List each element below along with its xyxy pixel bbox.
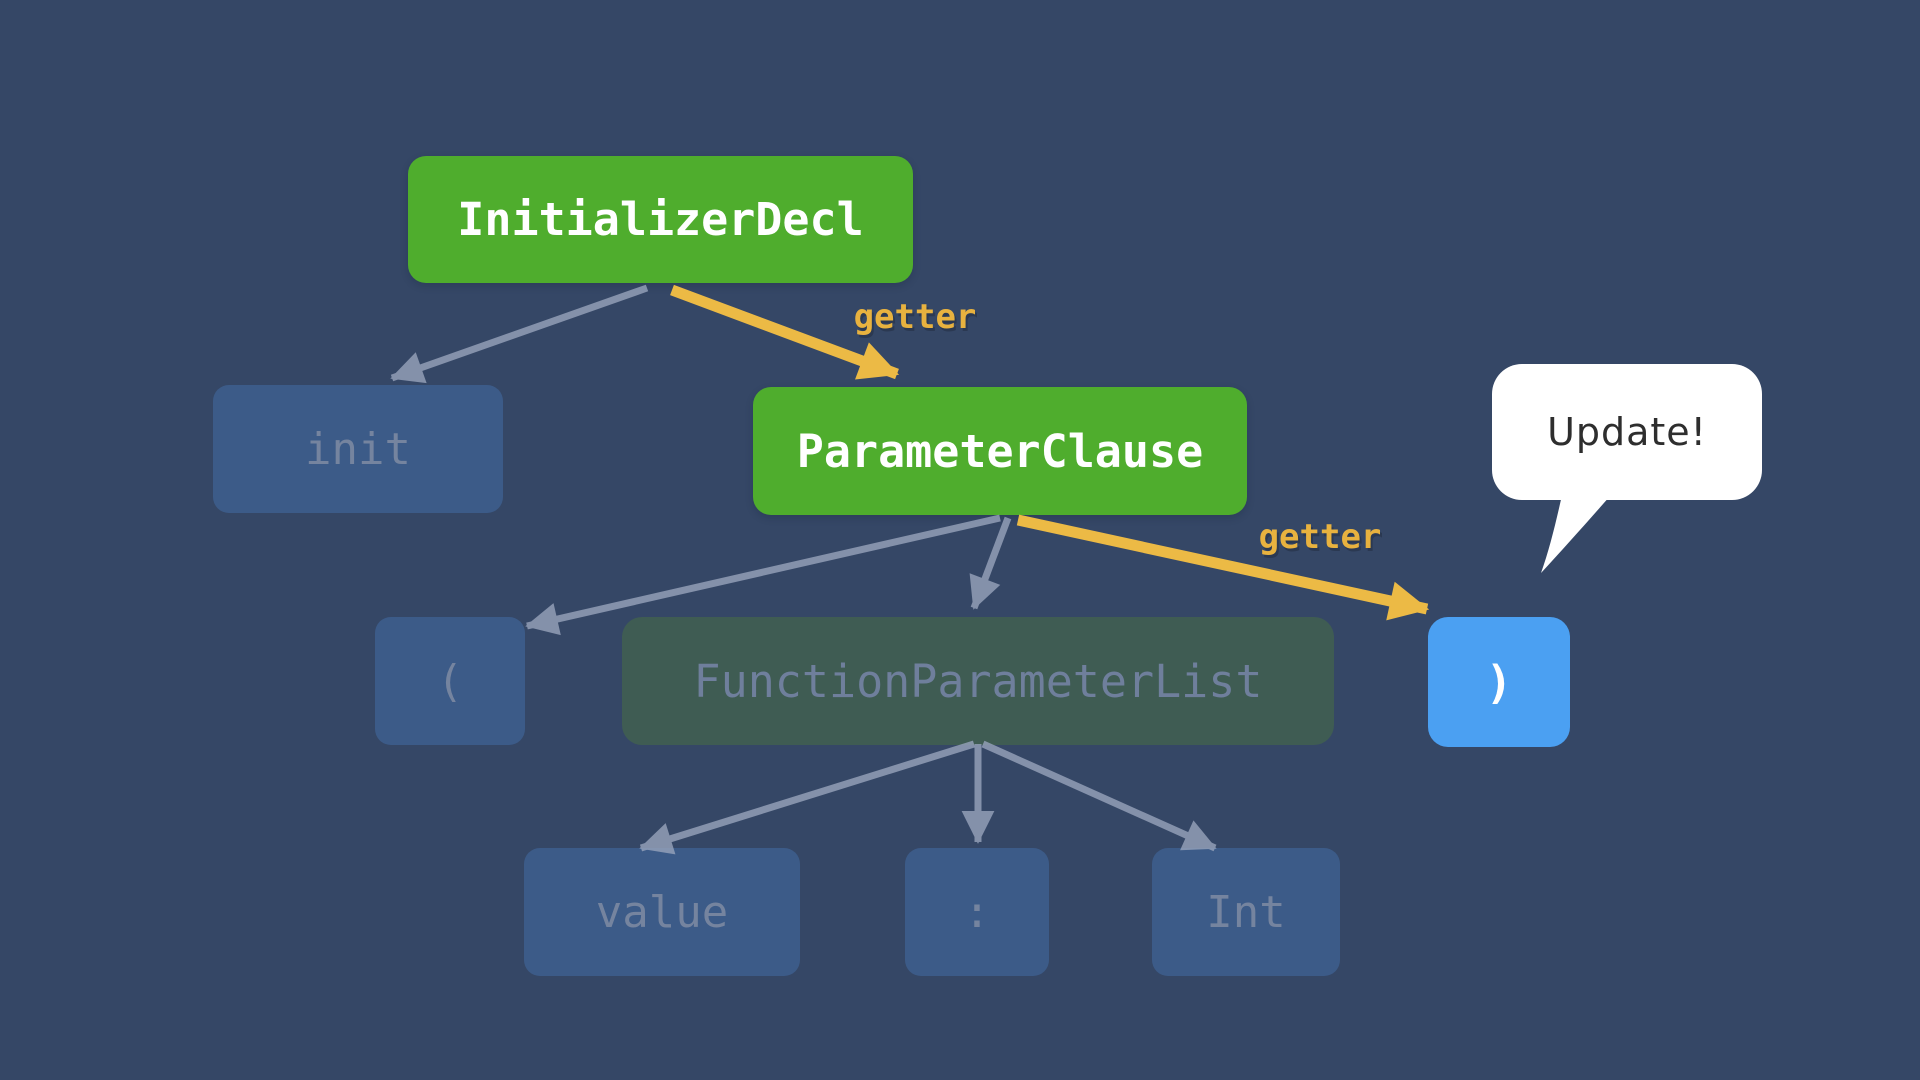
node-colon-token: : [905, 848, 1049, 976]
node-init-keyword: init [213, 385, 503, 513]
node-value-identifier: value [524, 848, 800, 976]
node-left-paren: ( [375, 617, 525, 745]
edge-fpl-to-value-arrow [639, 740, 976, 855]
update-callout-text: Update! [1547, 410, 1707, 454]
edge-fpl-to-int-arrow [981, 740, 1217, 852]
node-function-parameter-list: FunctionParameterList [622, 617, 1334, 745]
node-initializer-decl: InitializerDecl [408, 156, 913, 283]
edge-initializerdecl-to-init-arrow [390, 284, 649, 384]
edge-parameterclause-to-functionparameterlist-arrow [969, 516, 1012, 610]
node-right-paren: ) [1428, 617, 1570, 747]
edge-label-getter-rightparen: getter [1258, 517, 1382, 557]
edge-parameterclause-to-leftparen-arrow [525, 514, 1001, 636]
update-callout-bubble: Update! [1492, 364, 1762, 500]
node-int-type: Int [1152, 848, 1340, 976]
node-parameter-clause: ParameterClause [753, 387, 1247, 515]
edge-label-getter-parameterclause: getter [853, 297, 977, 337]
